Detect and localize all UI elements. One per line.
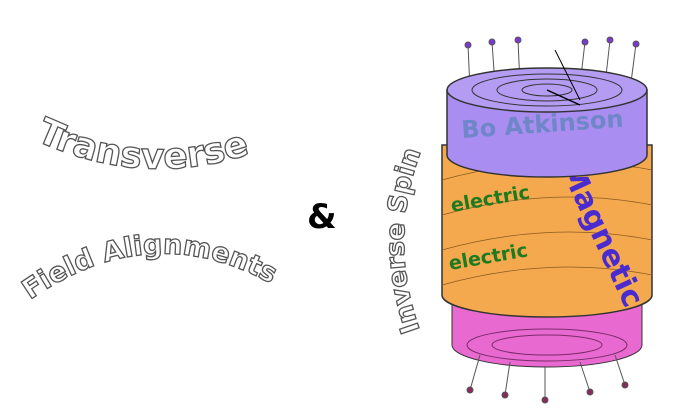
ampersand: & [307,197,337,237]
title-field-alignments: Field Alignments [17,230,283,306]
bottom-disk [451,299,643,404]
middle-cylinder: electric electric Magnetic [441,144,653,318]
title-transverse: Transverse [32,111,253,178]
top-cylinder: Bo Atkinson [446,36,648,178]
title-inverse-spin: Inverse Spin [381,144,428,338]
